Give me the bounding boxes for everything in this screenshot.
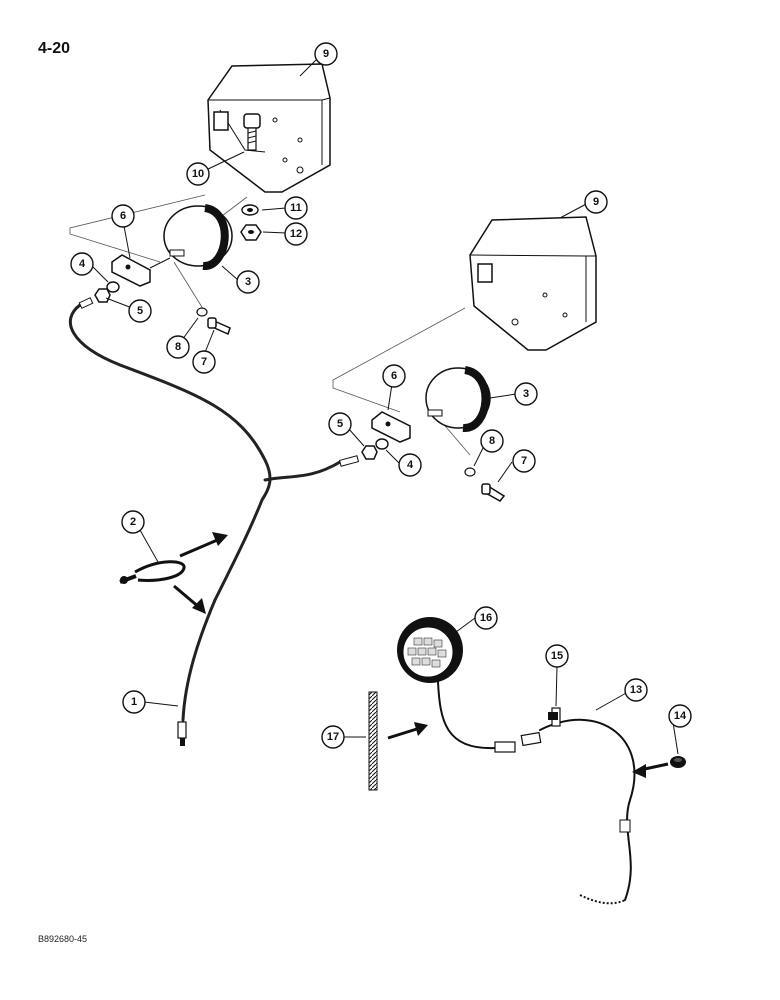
callout-2: 2 (121, 510, 145, 534)
callout-9-upper: 9 (314, 42, 338, 66)
svg-text:2: 2 (130, 516, 136, 528)
callout-16: 16 (474, 606, 498, 630)
work-lamp-lower (425, 366, 491, 432)
callout-7-lower: 7 (512, 449, 536, 473)
grommet-14 (670, 756, 686, 768)
cab-mount-lower (469, 216, 597, 351)
wire-harness-1 (69, 297, 360, 746)
connector-13 (520, 731, 542, 747)
callout-5-upper: 5 (128, 299, 152, 323)
svg-text:4: 4 (79, 258, 86, 270)
svg-text:8: 8 (175, 341, 181, 353)
svg-text:5: 5 (337, 418, 343, 430)
svg-text:8: 8 (489, 435, 495, 447)
callout-10: 10 (186, 162, 210, 186)
cable-clamp-2 (119, 560, 186, 584)
callout-3-upper: 3 (236, 270, 260, 294)
bolt-10 (243, 113, 261, 151)
svg-text:14: 14 (674, 710, 687, 722)
svg-text:3: 3 (245, 276, 251, 288)
document-code: B892680-45 (38, 934, 88, 944)
washer-8-lower (464, 467, 476, 477)
lamp-bracket-lower (371, 411, 411, 443)
callout-8-upper: 8 (166, 335, 190, 359)
callout-7-upper: 7 (192, 350, 216, 374)
svg-text:15: 15 (551, 650, 563, 662)
svg-text:12: 12 (290, 228, 302, 240)
svg-text:11: 11 (290, 202, 302, 214)
svg-text:17: 17 (327, 731, 339, 743)
svg-text:9: 9 (323, 48, 329, 60)
callout-14: 14 (668, 704, 692, 728)
svg-text:1: 1 (131, 696, 137, 708)
callout-3-lower: 3 (514, 382, 538, 406)
lamp-bracket-upper (111, 254, 171, 287)
svg-text:3: 3 (523, 388, 529, 400)
washer-8-upper (196, 307, 208, 317)
harness-13 (539, 707, 636, 905)
callout-11: 11 (284, 196, 308, 220)
svg-text:16: 16 (480, 612, 492, 624)
callout-6-lower: 6 (382, 364, 406, 388)
callout-4-lower: 4 (398, 453, 422, 477)
washer-11 (241, 204, 259, 216)
svg-text:10: 10 (192, 168, 204, 180)
callout-6-upper: 6 (111, 204, 135, 228)
page-number: 4-20 (38, 40, 71, 57)
svg-text:7: 7 (201, 356, 207, 368)
svg-text:7: 7 (521, 455, 527, 467)
bolt-7-lower (481, 483, 506, 502)
callout-1: 1 (122, 690, 146, 714)
svg-text:6: 6 (120, 210, 126, 222)
svg-text:13: 13 (630, 684, 642, 696)
lock-washer-upper (106, 281, 120, 293)
svg-text:5: 5 (137, 305, 143, 317)
lamp-16-lead (437, 681, 496, 750)
connector-16 (494, 741, 516, 753)
nut-12 (240, 224, 262, 241)
nut-lower (361, 445, 378, 460)
svg-text:6: 6 (391, 370, 397, 382)
callout-8-lower: 8 (480, 429, 504, 453)
arrow-clamp-upper (179, 532, 228, 558)
callout-13: 13 (624, 678, 648, 702)
svg-text:9: 9 (593, 196, 599, 208)
arrow-sleeve (387, 722, 428, 740)
svg-text:4: 4 (407, 459, 414, 471)
cab-mount-upper (207, 63, 331, 193)
lock-washer-lower (375, 438, 389, 450)
bolt-7-upper (207, 317, 231, 336)
arrow-grommet (632, 762, 669, 778)
nut-upper (94, 288, 111, 303)
callout-4-upper: 4 (70, 252, 94, 276)
work-lamp-upper (163, 204, 233, 270)
leader-lines (91, 59, 679, 755)
callout-5-lower: 5 (328, 412, 352, 436)
callout-17: 17 (321, 725, 345, 749)
arrow-clamp-lower (173, 584, 206, 614)
sleeve-17 (368, 691, 378, 791)
callout-12: 12 (284, 222, 308, 246)
callout-9-lower: 9 (584, 190, 608, 214)
callout-15: 15 (545, 644, 569, 668)
work-lamp-16 (397, 617, 463, 683)
